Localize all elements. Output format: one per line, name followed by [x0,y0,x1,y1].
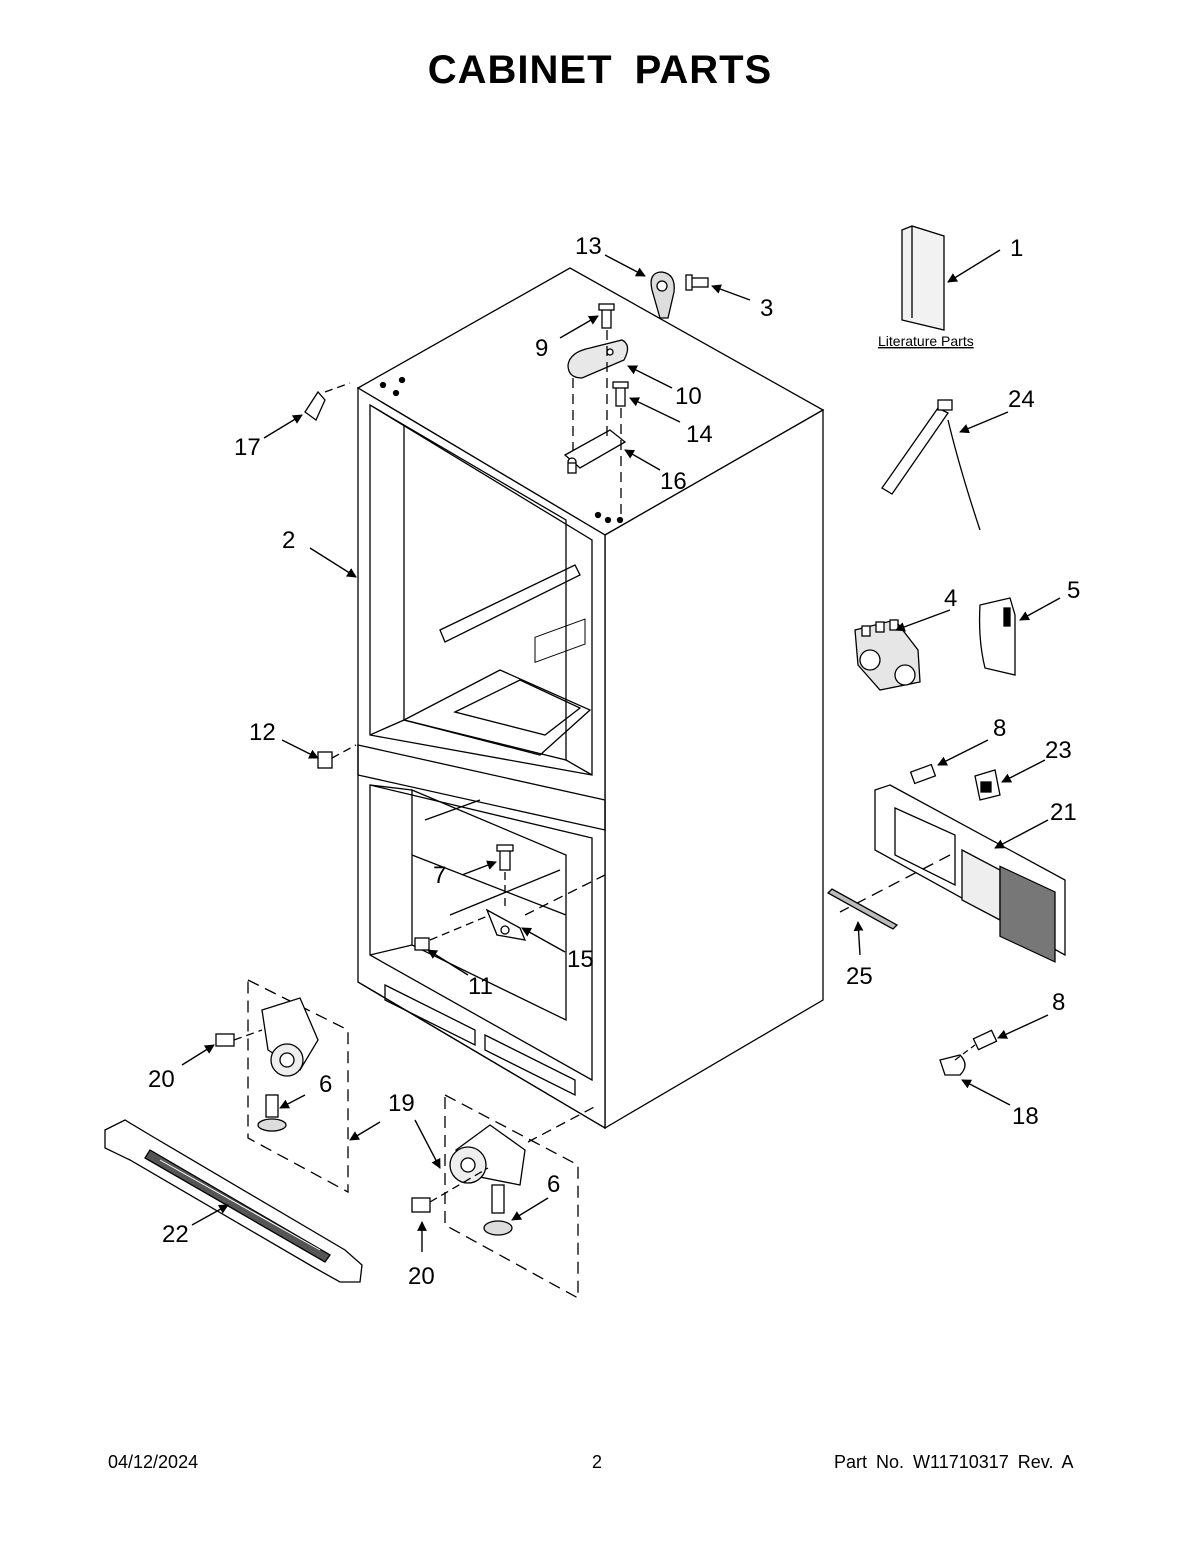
callout-20a: 20 [148,1066,175,1093]
footer-part-number: Part No. W11710317 Rev. A [834,1452,1074,1472]
callout-20b: 20 [408,1263,435,1290]
callout-23: 23 [1045,737,1072,764]
cabinet-body [356,267,825,1130]
top-hinge-assembly [563,303,629,518]
literature-booklet-1 [901,225,945,331]
clamp-18 [939,1029,998,1076]
callout-3: 3 [760,295,773,322]
water-valve-4 [854,619,921,691]
callout-11: 11 [468,973,493,1000]
footer-page-number: 2 [592,1452,603,1472]
callout-25: 25 [846,963,873,990]
callout-8a: 8 [993,715,1006,742]
callout-16: 16 [660,468,687,495]
callout-24: 24 [1008,386,1035,413]
callout-1: 1 [1010,235,1023,262]
page-title: CABINET PARTS [427,48,773,92]
literature-parts-label: Literature Parts [878,333,974,349]
cover-5 [978,597,1016,676]
leveling-leg-right [411,1093,599,1300]
callout-2: 2 [282,527,295,554]
clip-23 [974,769,1001,801]
callout-arrows [181,249,1061,1252]
callout-13: 13 [575,233,602,260]
callout-7: 7 [433,862,446,889]
compartment-cover-21 [839,784,1066,963]
callout-10: 10 [675,383,702,410]
callout-14: 14 [686,421,713,448]
callout-6a: 6 [319,1071,332,1098]
callout-labels: 1 2 3 4 5 6 6 7 8 8 9 10 11 12 13 14 15 … [148,233,1080,1290]
callout-5: 5 [1067,577,1080,604]
callout-15: 15 [567,946,594,973]
callout-21: 21 [1050,799,1077,826]
toe-grille-22 [104,1119,363,1283]
callout-17: 17 [234,434,261,461]
callout-19: 19 [388,1090,415,1117]
seal-strip-25 [826,888,899,930]
callout-12: 12 [249,719,276,746]
callout-9: 9 [535,335,548,362]
callout-8b: 8 [1052,989,1065,1016]
hinge-bracket-13 [650,271,709,319]
callout-22: 22 [162,1221,189,1248]
callout-4: 4 [944,585,957,612]
callout-18: 18 [1012,1103,1039,1130]
leveling-leg-left [215,978,349,1194]
screw-8-upper [909,763,937,785]
screw-12 [317,744,357,769]
water-tube-24 [881,399,981,531]
lower-hinge-parts [414,844,606,951]
clip-17 [304,382,351,421]
footer-date: 04/12/2024 [108,1452,199,1472]
callout-6b: 6 [547,1171,560,1198]
